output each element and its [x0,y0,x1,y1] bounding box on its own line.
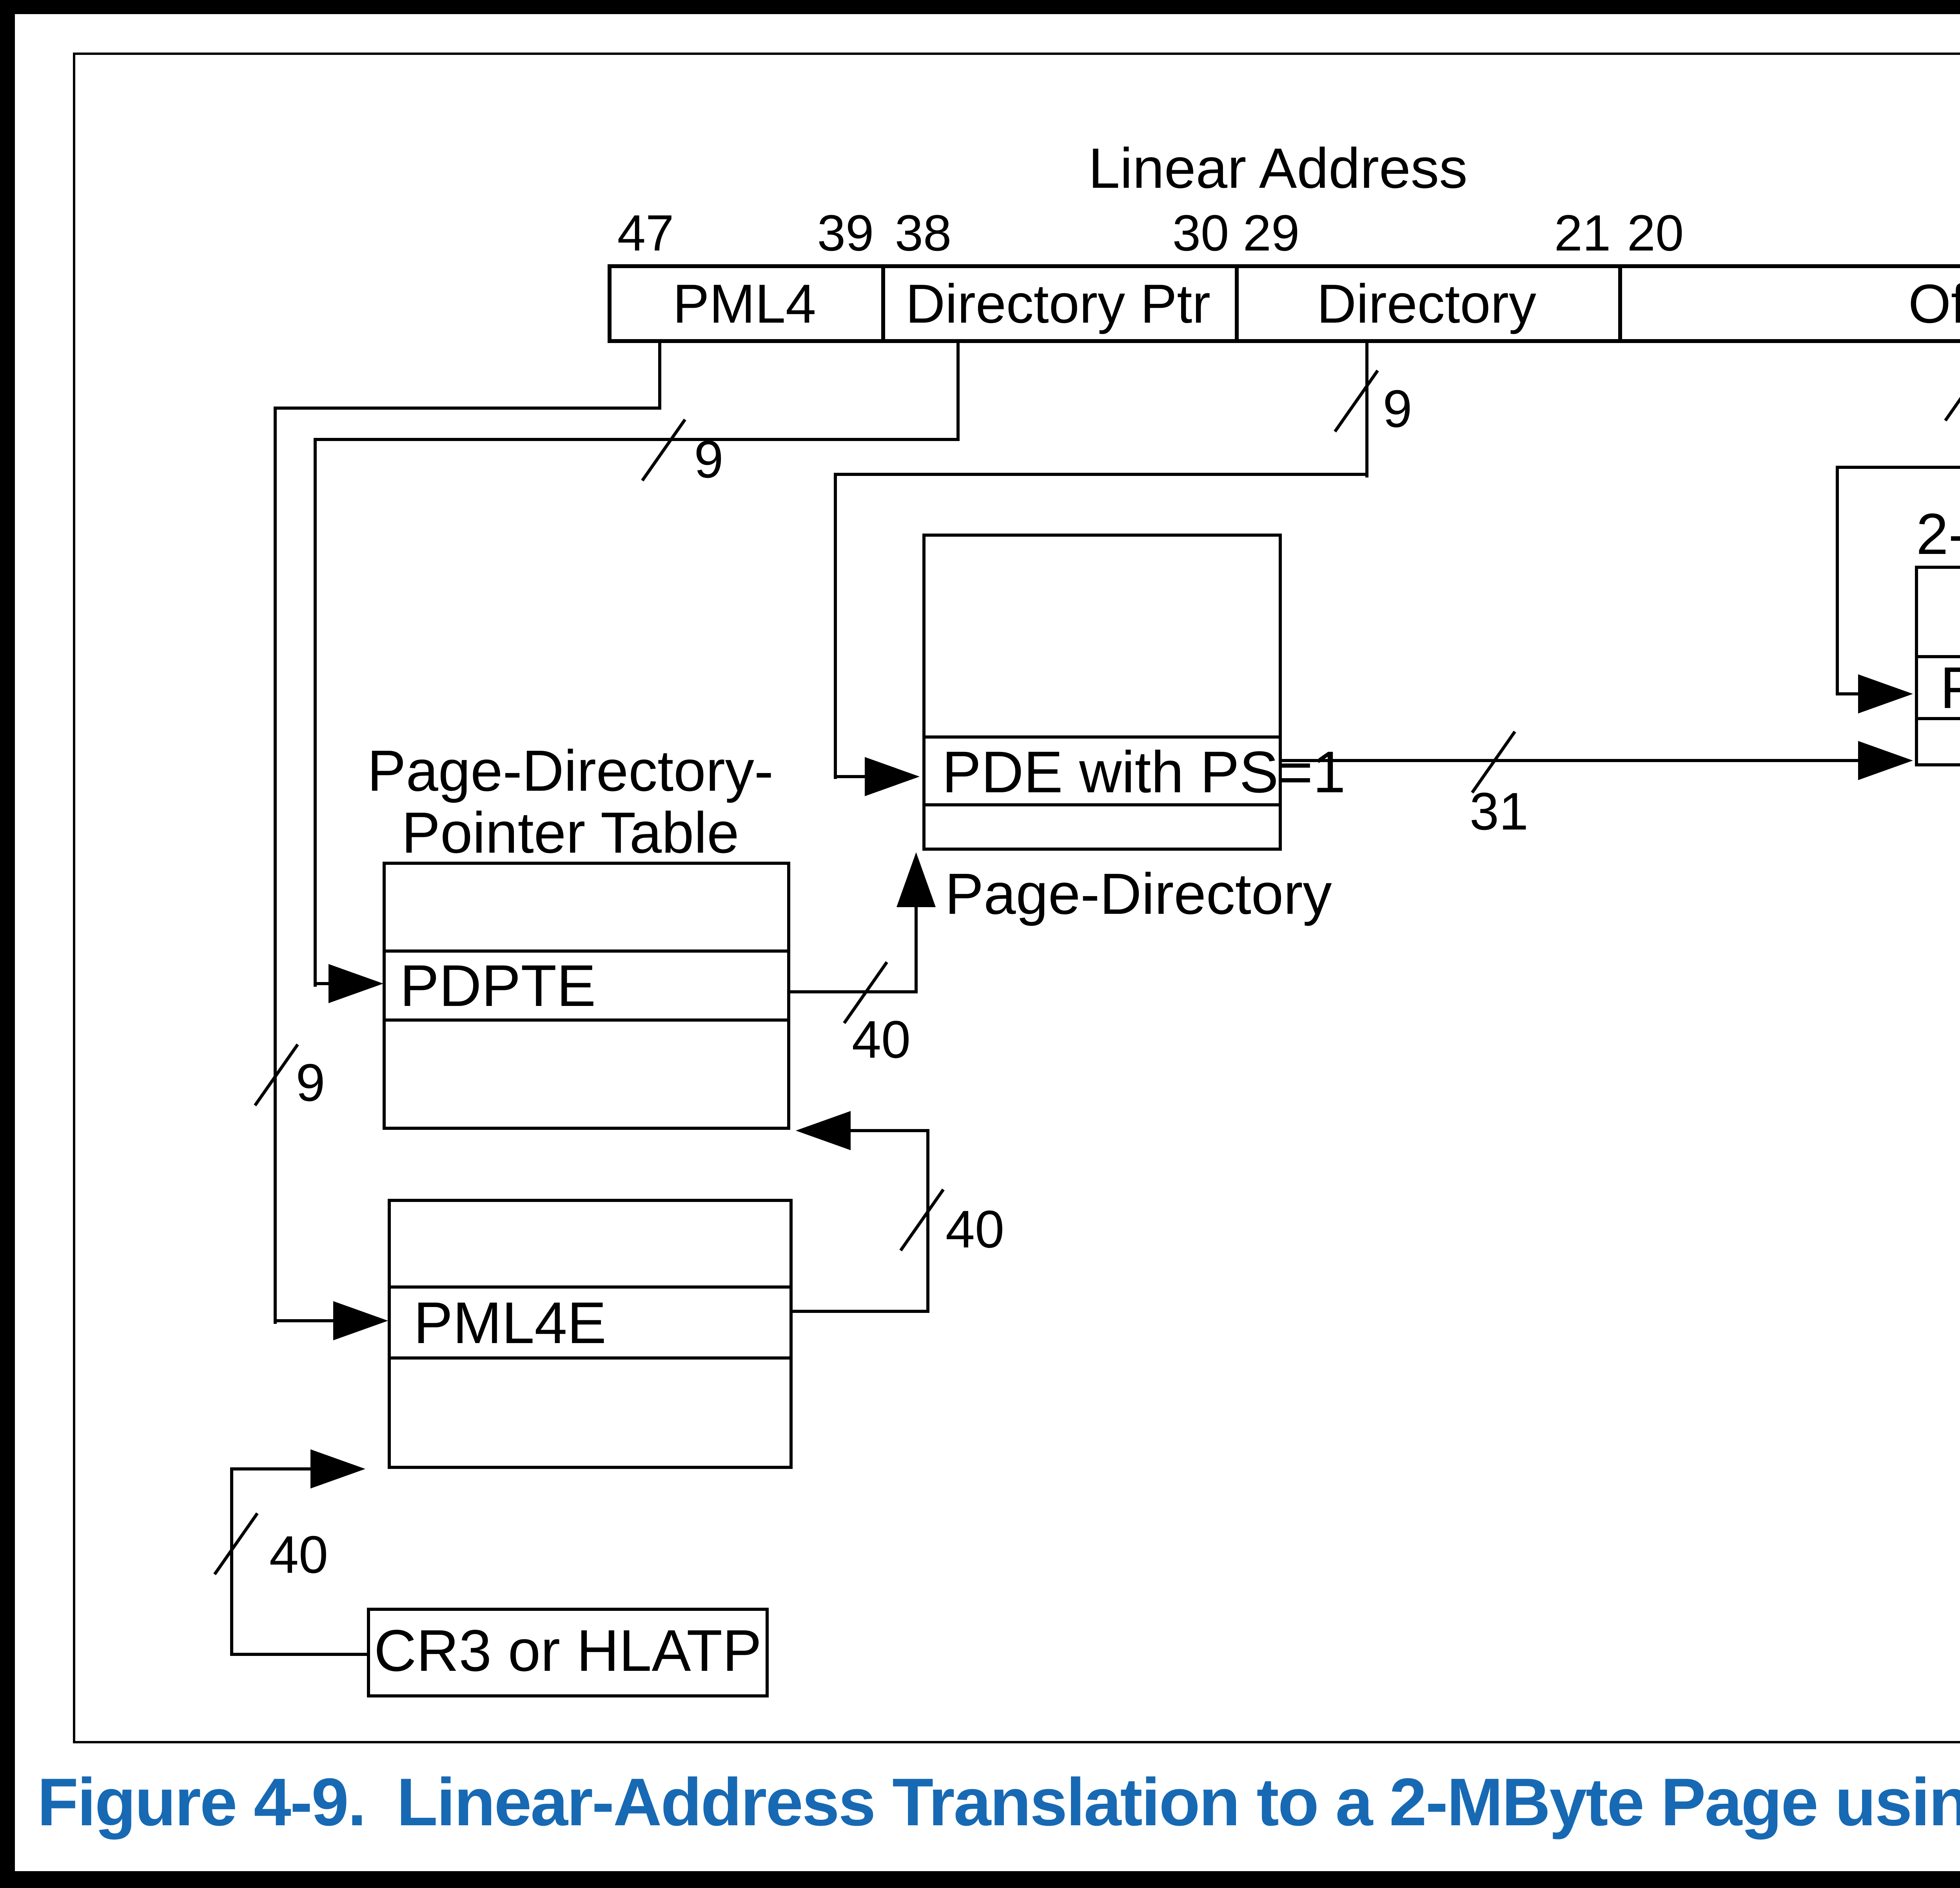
bus-width-dirptr: 9 [694,430,724,489]
page-2mb-label: 2-MByte Page [1916,502,1960,566]
box-row-line [388,1285,793,1289]
pml4e-entry: PML4E [414,1290,606,1356]
linear-address-title: Linear Address [1088,136,1468,200]
bar-divider [881,264,885,343]
field-label-directory: Directory [1316,273,1537,334]
bit-label-38: 38 [895,204,952,261]
directory-connector-segment [834,473,837,779]
physical-addr-entry: Physical Addr [1940,655,1960,721]
pml4-connector-segment [274,1319,337,1322]
field-label-directory-ptr: Directory Ptr [906,273,1210,334]
pdpte-connector-segment [790,990,918,993]
box-row-line [1915,717,1960,720]
figure-caption: Figure 4-9. Linear-Address Translation to… [0,1763,1960,1841]
field-label-pml4: PML4 [673,273,816,334]
arrowhead-into-pdpt-icon [796,1111,851,1150]
directory-connector-segment [834,775,869,778]
box-row-line [1915,655,1960,658]
arrowhead-into-physical-addr-icon [1858,674,1913,713]
dirptr-connector-segment [314,438,960,441]
bus-width-directory: 9 [1383,379,1412,438]
linear-address-bar [608,264,1960,343]
directory-connector-segment [1365,341,1368,477]
offset-connector-segment [1836,466,1960,469]
bit-label-39: 39 [817,204,874,261]
bus-width-pml4e: 40 [945,1200,1005,1259]
field-label-offset: Offset [1908,273,1960,334]
diagram-border [73,53,1960,1743]
bus-width-pml4: 9 [296,1053,325,1112]
bit-label-21: 21 [1554,204,1611,261]
arrowhead-into-page-directory-icon [897,852,936,907]
pdpt-box [383,862,790,1130]
box-row-line [922,803,1282,806]
dirptr-connector-segment [314,982,335,985]
cr3-label: CR3 or HLATP [374,1618,762,1683]
bar-divider [1618,264,1622,343]
offset-connector-segment [1836,466,1839,695]
bus-width-pdpte: 40 [851,1010,911,1069]
page-2mb-box [1915,566,1960,766]
pde-connector-segment [1282,759,1860,762]
caption-title: Linear-Address Translation to a 2-MByte … [396,1765,1960,1840]
bus-width-pde: 31 [1469,782,1529,841]
bit-label-20: 20 [1627,204,1684,261]
page-directory-label: Page-Directory [945,862,1332,926]
box-row-line [388,1356,793,1360]
arrowhead-into-pdpte-icon [328,964,383,1003]
pde-entry: PDE with PS=1 [942,739,1346,805]
bar-divider [1235,264,1239,343]
pml4e-connector-segment [849,1129,929,1132]
arrowhead-into-pml4e-icon [333,1301,388,1340]
dirptr-connector-segment [956,341,960,441]
page-directory-box [922,534,1282,851]
directory-connector-segment [834,473,1368,476]
pml4-connector-segment [274,407,277,1324]
box-row-line [383,1018,790,1022]
pml4-connector-segment [658,341,661,408]
cr3-connector-segment [230,1467,312,1470]
pml4-connector-segment [274,407,661,410]
pml4-table-box [388,1199,793,1469]
box-row-line [383,949,790,953]
cr3-box [367,1608,769,1697]
pdpte-connector-segment [915,902,918,993]
offset-connector-segment [1836,692,1863,695]
pml4e-connector-segment [926,1129,929,1313]
cr3-connector-segment [232,1653,367,1656]
caption-prefix: Figure 4-9. [37,1765,367,1840]
box-row-line [922,735,1282,739]
pdpt-label-line2: Pointer Table [401,801,739,865]
arrowhead-into-pde-icon [865,757,920,796]
bit-label-30: 30 [1172,204,1229,261]
bit-label-29: 29 [1243,204,1300,261]
arrowhead-into-pml4-table-icon [310,1449,365,1489]
pdpt-label-line1: Page-Directory- [367,739,774,803]
arrowhead-into-page-icon [1858,741,1913,780]
pml4e-connector-segment [793,1310,929,1313]
pdpte-entry: PDPTE [400,953,596,1018]
dirptr-connector-segment [314,438,317,987]
bus-width-cr3: 40 [269,1525,328,1584]
bit-label-47: 47 [617,204,674,261]
cr3-connector-segment [230,1467,233,1656]
